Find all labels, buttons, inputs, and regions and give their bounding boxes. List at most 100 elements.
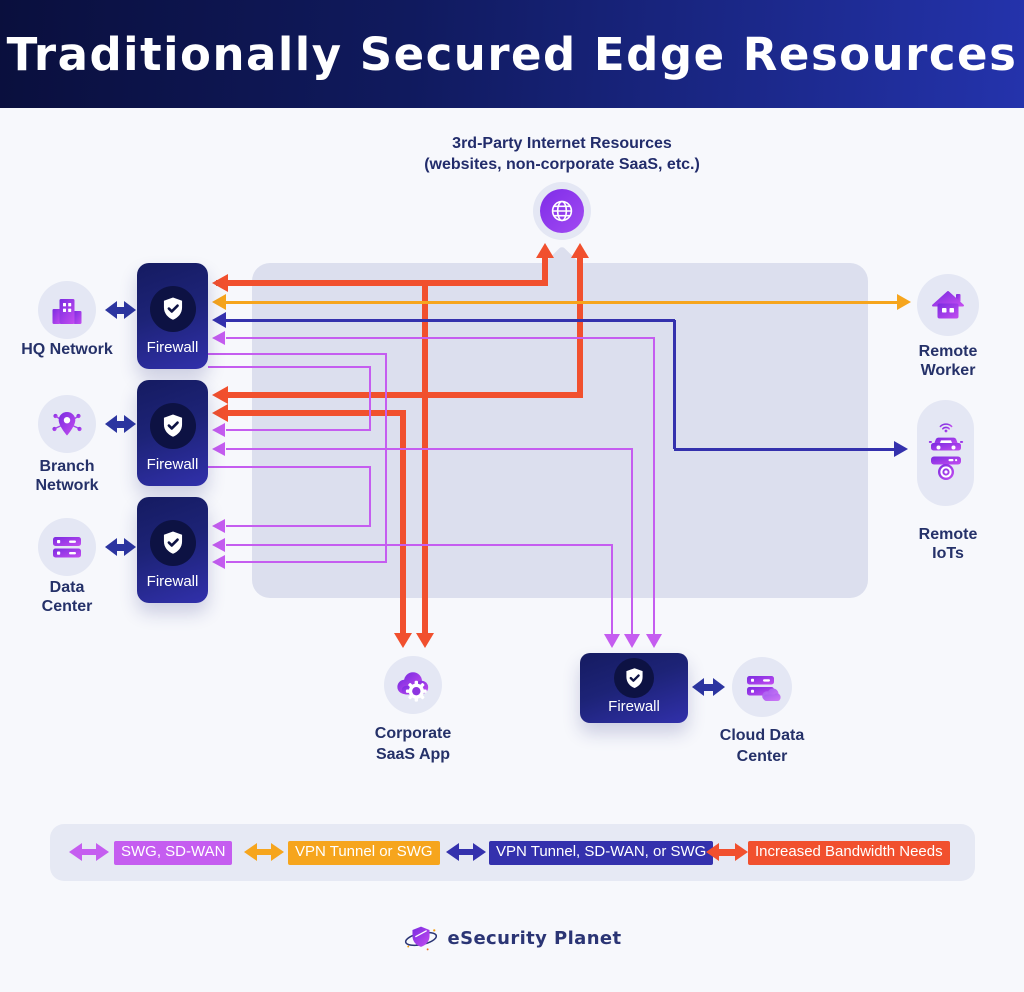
- connector-line: [631, 449, 633, 634]
- network-pin-icon: [52, 412, 82, 436]
- third-party-node: [533, 182, 591, 240]
- double-arrow-head: [446, 843, 459, 861]
- arrowhead: [212, 554, 225, 569]
- connector-line: [369, 467, 371, 527]
- arrowhead: [603, 634, 620, 648]
- arrowhead: [897, 294, 911, 310]
- arrowhead: [415, 633, 434, 648]
- connector-line: [653, 338, 655, 634]
- header-band: Traditionally Secured Edge Resources: [0, 0, 1024, 108]
- double-arrow-head: [735, 842, 748, 861]
- legend-label-swg-sdwan: SWG, SD-WAN: [114, 841, 233, 865]
- double-arrow-head: [104, 537, 117, 556]
- legend-label-vpn-or-swg: VPN Tunnel or SWG: [288, 841, 440, 865]
- arrowhead: [894, 441, 908, 457]
- cloud-data-center-node: [732, 657, 792, 717]
- double-arrow-head: [123, 537, 136, 556]
- arrowhead: [212, 312, 226, 328]
- connector-line: [577, 257, 583, 395]
- arrowhead: [212, 294, 226, 310]
- connector-line: [542, 257, 548, 286]
- brand-name: eSecurity Planet: [447, 927, 622, 949]
- arrowhead: [570, 243, 589, 258]
- connector-line: [226, 561, 387, 563]
- cloud-server-icon: [747, 676, 781, 701]
- firewall-label: Firewall: [608, 698, 660, 715]
- double-arrow-shaft: [717, 848, 737, 856]
- shield-badge: [614, 658, 654, 698]
- double-arrow-head: [706, 842, 719, 861]
- data-center-label: Data Center: [41, 579, 93, 615]
- security-camera-icon: [930, 456, 961, 480]
- connector-line: [208, 366, 371, 368]
- connector-line: [611, 545, 613, 634]
- connector-line: [216, 280, 547, 286]
- double-arrow-head: [104, 300, 117, 319]
- double-arrow-head: [123, 300, 136, 319]
- shield-badge: [149, 403, 196, 449]
- arrowhead: [212, 537, 225, 552]
- connector-line: [226, 392, 583, 398]
- cloud-gear-icon: [397, 672, 429, 702]
- arrowhead: [535, 243, 554, 258]
- connector-line: [226, 337, 655, 339]
- saas-app-label: Corporate SaaS App: [374, 725, 452, 763]
- double-arrow-head: [473, 843, 486, 861]
- hq-network-label: HQ Network: [21, 341, 113, 358]
- connector-line: [422, 283, 428, 634]
- remote-iots-label: Remote IoTs: [918, 526, 978, 562]
- connected-car-icon: [928, 423, 963, 451]
- arrowhead: [623, 634, 640, 648]
- shield-check-icon: [163, 414, 182, 437]
- arrowhead: [212, 385, 228, 404]
- arrowhead: [212, 441, 225, 456]
- double-arrow-head: [96, 843, 109, 861]
- esecurity-planet-logo-icon: [405, 926, 438, 951]
- connector-line: [369, 367, 371, 431]
- shield-check-icon: [163, 531, 182, 554]
- arrowhead: [212, 330, 225, 345]
- connector-line: [226, 525, 371, 527]
- branch-network-node: [38, 395, 96, 453]
- connector-line: [208, 466, 371, 468]
- connector-line: [226, 300, 897, 304]
- connector-line: [226, 429, 371, 431]
- arrowhead: [212, 518, 225, 533]
- connector-line: [674, 447, 894, 451]
- remote-iots-node: [917, 400, 974, 506]
- double-arrow-shaft: [255, 849, 273, 855]
- cloud-firewall: Firewall: [580, 653, 688, 723]
- shield-check-icon: [625, 667, 643, 688]
- double-arrow-shaft: [114, 306, 126, 314]
- branch-firewall: Firewall: [137, 380, 208, 486]
- house-icon: [932, 291, 964, 319]
- connector-line: [226, 448, 633, 450]
- double-arrow-head: [123, 414, 136, 433]
- building-icon: [52, 299, 82, 324]
- globe-icon: [551, 200, 573, 222]
- datacenter-firewall: Firewall: [137, 497, 208, 603]
- branch-network-label: Branch Network: [35, 458, 99, 494]
- arrowhead: [212, 403, 228, 422]
- remote-worker-node: [917, 274, 979, 336]
- third-party-label: 3rd-Party Internet Resources (websites, …: [424, 135, 700, 173]
- firewall-label: Firewall: [146, 456, 199, 473]
- connector-line: [400, 413, 406, 634]
- double-arrow-head: [69, 843, 82, 861]
- double-arrow-head: [691, 677, 704, 696]
- firewall-label: Firewall: [146, 573, 199, 590]
- page-title: Traditionally Secured Edge Resources: [6, 27, 1018, 81]
- hq-network-node: [38, 281, 96, 339]
- shield-badge: [149, 286, 196, 332]
- double-arrow-head: [271, 843, 284, 861]
- hq-firewall: Firewall: [137, 263, 208, 369]
- firewall-label: Firewall: [146, 339, 199, 356]
- double-arrow-shaft: [80, 849, 98, 855]
- double-arrow-shaft: [114, 543, 126, 551]
- connector-line: [385, 354, 387, 563]
- footer: eSecurity Planet: [0, 920, 1024, 956]
- double-arrow-head: [244, 843, 257, 861]
- double-arrow-shaft: [701, 683, 715, 691]
- double-arrow-head: [712, 677, 725, 696]
